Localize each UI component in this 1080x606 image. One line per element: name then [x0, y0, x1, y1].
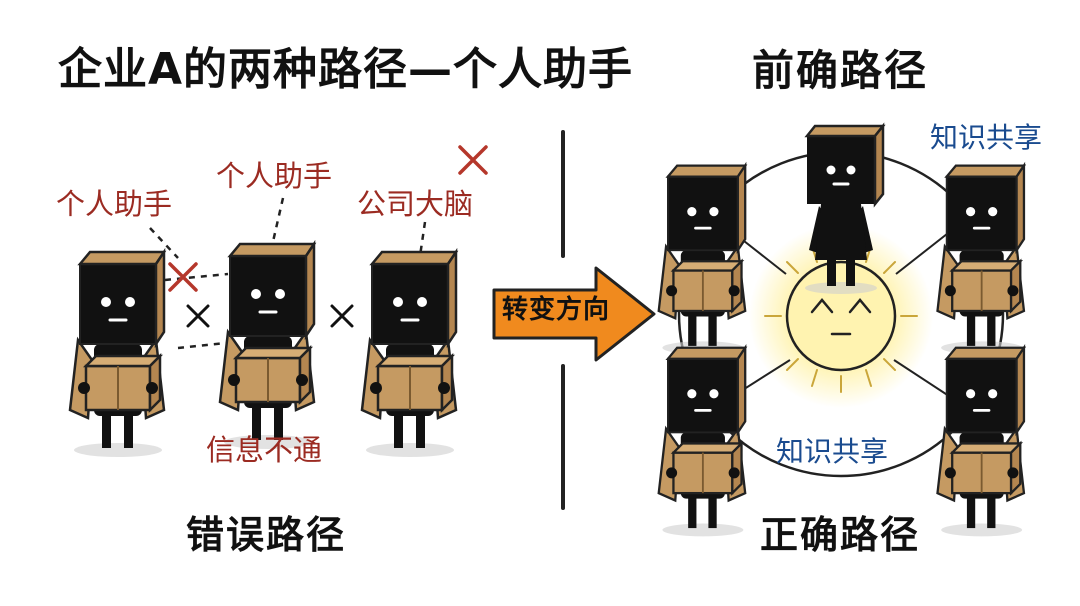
- caption-wrong-path: 错误路径: [186, 513, 347, 557]
- left-title: 企业A的两种路径—个人助手: [58, 44, 634, 95]
- label-knowledge-top: 知识共享: [930, 121, 1043, 154]
- left-panel-art: [68, 145, 488, 459]
- arrow-label: 转变方向: [502, 295, 611, 325]
- arrow-right-icon: [492, 266, 656, 362]
- divider-bottom: [561, 364, 565, 510]
- label-assistant-2: 个人助手: [216, 159, 333, 193]
- right-panel-art: [657, 124, 1026, 538]
- robot-lower-right: [936, 346, 1026, 538]
- label-knowledge-bottom: 知识共享: [776, 435, 889, 468]
- cross-mark-icon: [186, 304, 210, 328]
- robot-assistant-middle: [218, 242, 316, 451]
- sun-hub-icon: [785, 260, 897, 372]
- label-company-brain: 公司大脑: [357, 187, 474, 221]
- label-assistant-1: 个人助手: [56, 187, 173, 221]
- right-title: 前确路径: [752, 46, 929, 95]
- caption-right-path: 正确路径: [760, 513, 921, 557]
- cross-mark-icon: [330, 304, 354, 328]
- robot-upper-left: [657, 164, 747, 356]
- robot-assistant-left: [68, 250, 166, 459]
- cross-mark-icon: [458, 145, 488, 175]
- label-info-blocked: 信息不通: [206, 433, 323, 467]
- robot-lower-left: [657, 346, 747, 538]
- divider-top: [561, 130, 565, 258]
- robot-company-brain: [360, 250, 458, 459]
- robot-upper-right: [936, 164, 1026, 356]
- transition-arrow: 转变方向: [488, 264, 660, 364]
